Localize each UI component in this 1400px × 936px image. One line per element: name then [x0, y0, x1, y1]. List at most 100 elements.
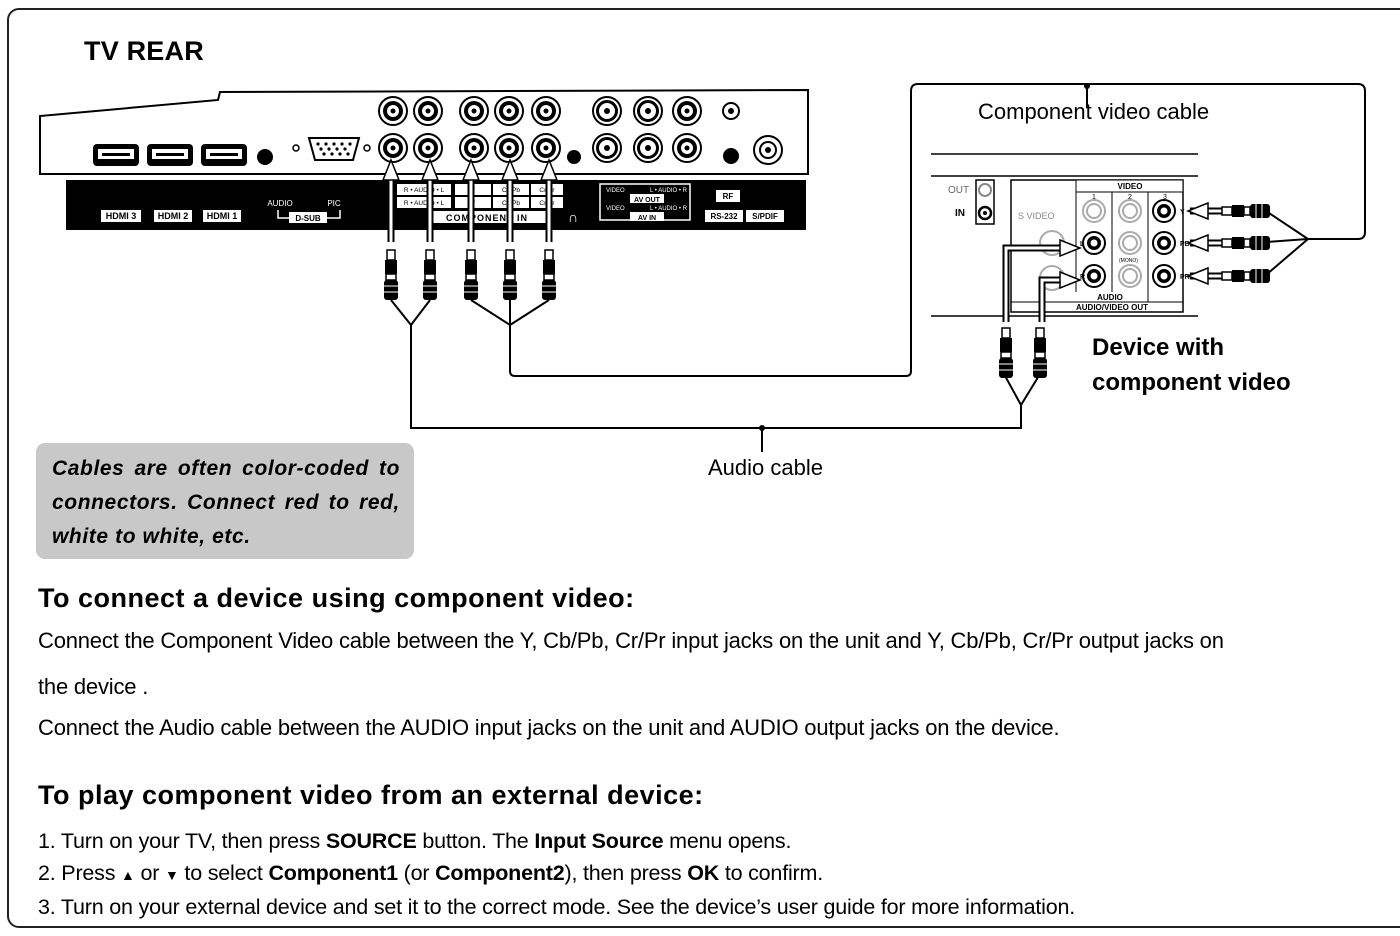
av-in-r-jack-icon	[672, 133, 702, 163]
device-label-line2: component video	[1092, 369, 1291, 396]
hdmi2-label: HDMI 2	[158, 211, 189, 221]
hdmi2-port-icon	[147, 144, 193, 166]
device-audio-l-plug-icon	[998, 327, 1014, 379]
r-audio-l-bottom-label: R • AUDIO • L	[404, 200, 445, 207]
up-arrow-icon: ▲	[121, 867, 135, 883]
down-arrow-icon: ▼	[164, 867, 179, 883]
cr-top-jack-icon	[531, 96, 561, 126]
device-y-plug-icon	[1221, 203, 1271, 219]
audio-r-plug-icon	[383, 249, 399, 301]
source-button-ref: SOURCE	[325, 829, 417, 853]
device-l-label: L	[1080, 241, 1085, 248]
av-out-video-jack-icon	[591, 95, 623, 127]
device-video-arrows	[1185, 201, 1222, 286]
cables	[390, 83, 1366, 452]
step-3: 3. Turn on your external device and set …	[38, 895, 1076, 919]
dsub-label: D-SUB	[295, 214, 321, 223]
device-audio-r-jack-icon	[1082, 264, 1106, 288]
audio-cable-label: Audio cable	[708, 455, 823, 480]
step-1: 1. Turn on your TV, then press SOURCE bu…	[38, 829, 791, 854]
step2-text-or: or	[134, 861, 165, 885]
device-label-line1: Device with	[1092, 334, 1225, 361]
hdmi3-label: HDMI 3	[106, 211, 137, 221]
component-in-label: COMPONENT IN	[446, 213, 528, 223]
hdmi1-port-icon	[201, 144, 247, 166]
pic-dsub-label: PIC	[327, 199, 341, 208]
step2-text-h: to confirm.	[719, 861, 823, 885]
device-col1-label: 1	[1092, 194, 1096, 201]
audio-dsub-label: AUDIO	[267, 199, 292, 208]
device-audio-arrows	[1002, 238, 1083, 322]
page-frame	[7, 8, 1400, 928]
device-label: Device with component video	[1092, 330, 1291, 400]
cb-top-jack-icon	[494, 96, 524, 126]
audio-l-bottom-jack-icon	[413, 133, 443, 163]
step2-text-f: ), then press	[564, 861, 688, 885]
audio-l-plug-icon	[422, 249, 438, 301]
av-in-video-label: VIDEO	[606, 206, 625, 212]
section1-para2: Connect the Audio cable between the AUDI…	[38, 715, 1060, 740]
rs232-label: RS-232	[710, 212, 738, 221]
step1-text-a: 1. Turn on your TV, then press	[38, 829, 326, 853]
input-source-menu-ref: Input Source	[534, 829, 664, 853]
av-out-r-jack-icon	[672, 96, 702, 126]
device-r-label: R	[1080, 274, 1085, 281]
component2-ref: Component2	[435, 861, 565, 885]
device-out-label: OUT	[948, 185, 969, 196]
section1-para1-line2: the device .	[38, 674, 149, 699]
device-audio-label: AUDIO	[1097, 293, 1123, 302]
step1-text-e: menu opens.	[663, 829, 792, 853]
y-top-jack-icon	[459, 96, 489, 126]
device-pb-plug-icon	[1221, 235, 1271, 251]
device-col2-label: 2	[1128, 194, 1132, 201]
section1-para1-line1: Connect the Component Video cable betwee…	[38, 628, 1224, 653]
audio-r-bottom-jack-icon	[378, 133, 408, 163]
tv-connection-arrows	[381, 157, 559, 242]
av-out-audio-label: L • AUDIO • R	[650, 188, 688, 194]
device-svideo-label: S VIDEO	[1018, 211, 1055, 221]
vga-port-icon	[307, 137, 361, 161]
audio-r-top-jack-icon	[378, 96, 408, 126]
hdmi3-port-icon	[93, 144, 139, 166]
device-av-out-label: AUDIO/VIDEO OUT	[1076, 303, 1148, 312]
component1-ref: Component1	[268, 861, 398, 885]
device-pr-jack-icon	[1152, 264, 1176, 288]
headphone-icon: ∩	[568, 209, 578, 225]
device-y-label: Y	[1180, 209, 1185, 216]
av-out-l-jack-icon	[632, 95, 664, 127]
av-in-audio-label: L • AUDIO • R	[650, 206, 688, 212]
av-in-label: AV IN	[638, 215, 656, 222]
device-pr-label: PR	[1180, 274, 1190, 281]
step2-text-a: 2. Press	[38, 861, 122, 885]
spdif-label: S/PDIF	[752, 212, 778, 221]
y-plug-icon	[463, 249, 479, 301]
device-audio-r-plug-icon	[1032, 327, 1048, 379]
device-pb-jack-icon	[1152, 231, 1176, 255]
diagram-title: TV REAR	[84, 36, 204, 66]
step2-text-b: to select	[178, 861, 269, 885]
device-y-jack-icon	[1152, 199, 1176, 223]
rf-label: RF	[723, 192, 734, 201]
section2-heading: To play component video from an external…	[38, 780, 704, 810]
cr-plug-icon	[541, 249, 557, 301]
step-2: 2. Press ▲ or ▼ to select Component1 (or…	[38, 861, 823, 886]
device-pr-plug-icon	[1221, 268, 1271, 284]
ok-button-ref: OK	[687, 861, 720, 885]
hdmi1-label: HDMI 1	[207, 211, 238, 221]
device-col3-label: 3	[1163, 194, 1167, 201]
device-pb-label: PB	[1180, 241, 1190, 248]
cr-bottom-jack-icon	[531, 133, 561, 163]
cb-plug-icon	[502, 249, 518, 301]
component-cable-label: Component video cable	[978, 99, 1210, 124]
av-out-label: AV OUT	[634, 197, 661, 204]
av-in-l-jack-icon	[632, 132, 664, 164]
device-in-label: IN	[955, 208, 965, 219]
connection-diagram: HDMI 3 HDMI 2 HDMI 1 AUDIO PIC D-SUB R •…	[39, 83, 1366, 452]
color-coding-note: Cables are often color-coded to connecto…	[36, 443, 414, 559]
y-bottom-jack-icon	[459, 133, 489, 163]
av-out-video-label: VIDEO	[606, 188, 625, 194]
device-rear-panel: OUT IN VIDEO 1 2 3 S VIDEO L R Y PB	[931, 153, 1198, 317]
step1-text-c: button. The	[416, 829, 535, 853]
step2-text-d: (or	[397, 861, 436, 885]
